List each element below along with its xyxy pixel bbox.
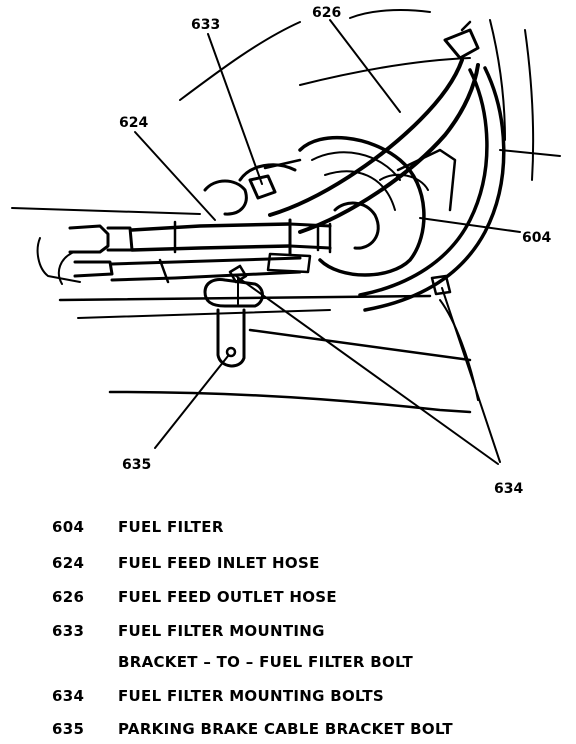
legend-description-continued: BRACKET – TO – FUEL FILTER BOLT <box>118 653 413 671</box>
legend-description: FUEL FILTER MOUNTING BOLTS <box>118 687 385 705</box>
legend-row-634: 634 FUEL FILTER MOUNTING BOLTS <box>0 687 576 711</box>
mounting-bracket <box>248 158 302 200</box>
callout-624: 624 <box>119 115 148 131</box>
legend-row-633: 633 FUEL FILTER MOUNTING <box>0 622 576 646</box>
callout-634: 634 <box>494 481 523 497</box>
legend-number: 633 <box>52 622 85 640</box>
callout-626: 626 <box>312 5 341 21</box>
mounting-bolts <box>228 252 452 296</box>
fuel-filter-diagram: 633 626 624 604 635 634 <box>11 5 561 497</box>
legend-description: PARKING BRAKE CABLE BRACKET BOLT <box>118 720 453 738</box>
legend-description: FUEL FILTER MOUNTING <box>118 622 325 640</box>
legend-row-604: 604 FUEL FILTER <box>0 518 576 542</box>
legend-number: 634 <box>52 687 85 705</box>
parking-brake-cable-bracket <box>203 277 264 368</box>
legend-row-626: 626 FUEL FEED OUTLET HOSE <box>0 588 576 612</box>
fuel-feed-inlet-hose <box>68 218 332 284</box>
legend-description: FUEL FEED OUTLET HOSE <box>118 588 337 606</box>
legend-number: 635 <box>52 720 85 738</box>
legend-row-635: 635 PARKING BRAKE CABLE BRACKET BOLT <box>0 720 576 744</box>
right-tube <box>358 66 506 312</box>
legend-number: 604 <box>52 518 85 536</box>
legend-description: FUEL FEED INLET HOSE <box>118 554 320 572</box>
fuel-feed-outlet-hose <box>268 20 480 234</box>
callout-604: 604 <box>522 230 551 246</box>
legend-number: 624 <box>52 554 85 572</box>
legend-number: 626 <box>52 588 85 606</box>
frame-rails <box>11 9 561 414</box>
fuel-filter-body <box>203 136 457 277</box>
callout-633: 633 <box>191 17 220 33</box>
legend-description: FUEL FILTER <box>118 518 224 536</box>
callout-635: 635 <box>122 457 151 473</box>
leader-lines <box>134 19 521 465</box>
legend-row-633-continued: BRACKET – TO – FUEL FILTER BOLT <box>0 653 576 677</box>
legend-row-624: 624 FUEL FEED INLET HOSE <box>0 554 576 578</box>
